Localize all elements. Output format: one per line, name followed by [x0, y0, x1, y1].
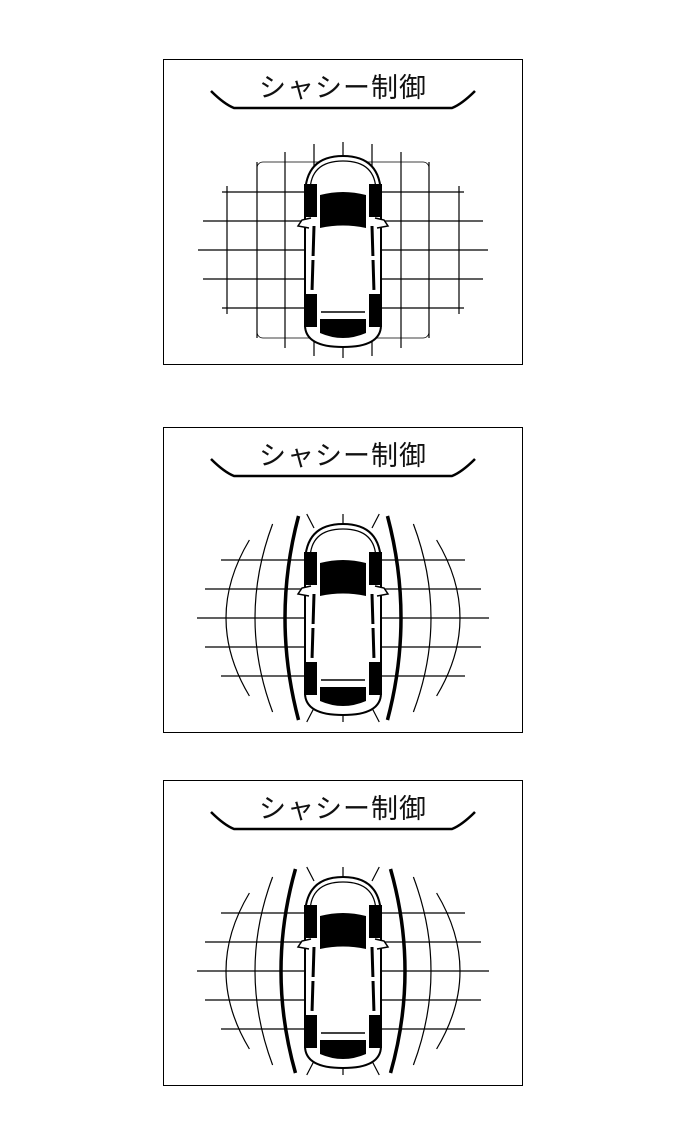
grid-line-curved	[254, 523, 274, 713]
car-mirror-right	[374, 585, 390, 597]
motion-boundary-arc	[388, 868, 407, 1074]
car-side-trim	[310, 225, 376, 293]
grid-line-curved	[371, 866, 380, 882]
car-hood	[309, 160, 377, 193]
car-wheel	[304, 552, 317, 585]
title-banner-line	[210, 458, 476, 478]
grid-line-curved	[225, 539, 250, 697]
car-windshield	[320, 560, 366, 596]
car-wheel	[369, 1015, 382, 1048]
grid-diagram	[197, 811, 489, 1076]
grid-line-curved	[306, 707, 315, 723]
panel-title: シャシー制御	[259, 73, 427, 104]
car-wheel	[304, 662, 317, 695]
car-icon	[296, 154, 390, 349]
grid-line-curved	[371, 707, 380, 723]
panel-title: シャシー制御	[259, 441, 427, 472]
grid-diagram	[198, 90, 488, 358]
car-mirror-left	[296, 585, 312, 597]
car-windshield	[320, 192, 366, 228]
grid-line-curved	[412, 876, 432, 1066]
car-rear-window	[320, 687, 366, 706]
grid-line-curved	[371, 513, 380, 529]
car-mirror-right	[374, 217, 390, 229]
car-windshield	[320, 913, 366, 949]
panel-title: シャシー制御	[259, 794, 427, 825]
car-wheel	[369, 905, 382, 938]
car-wheel	[304, 905, 317, 938]
grid-line-curved	[306, 1060, 315, 1076]
motion-boundary-arc	[279, 868, 298, 1074]
car-wheel	[369, 662, 382, 695]
car-wheel	[369, 294, 382, 327]
grid-line-curved	[412, 523, 432, 713]
grid-diagram	[197, 458, 489, 723]
car-icon	[296, 875, 390, 1070]
car-side-trim	[310, 593, 376, 661]
car-wheel	[369, 552, 382, 585]
car-hood	[309, 881, 377, 914]
car-wheel	[369, 184, 382, 217]
motion-boundary-arc	[283, 515, 301, 721]
car-rear-window	[320, 319, 366, 338]
grid-line-curved	[225, 892, 250, 1050]
car-icon	[296, 522, 390, 717]
chassis-control-panel-straight: シャシー制御	[163, 59, 523, 365]
car-mirror-right	[374, 938, 390, 950]
chassis-control-panel-curved: シャシー制御	[163, 427, 523, 733]
grid-line-curved	[436, 892, 461, 1050]
car-mirror-left	[296, 938, 312, 950]
grid-line-curved	[371, 1060, 380, 1076]
car-mirror-left	[296, 217, 312, 229]
grid-line-curved	[306, 513, 315, 529]
motion-boundary-arc	[385, 515, 403, 721]
car-wheel	[304, 294, 317, 327]
title-banner-line	[210, 90, 476, 110]
chassis-control-panel-curved-wide: シャシー制御	[163, 780, 523, 1086]
title-banner-line	[210, 811, 476, 831]
car-wheel	[304, 1015, 317, 1048]
grid-line-curved	[436, 539, 461, 697]
car-rear-window	[320, 1040, 366, 1059]
car-wheel	[304, 184, 317, 217]
car-side-trim	[310, 946, 376, 1014]
car-hood	[309, 528, 377, 561]
grid-line-curved	[306, 866, 315, 882]
grid-line-curved	[254, 876, 274, 1066]
